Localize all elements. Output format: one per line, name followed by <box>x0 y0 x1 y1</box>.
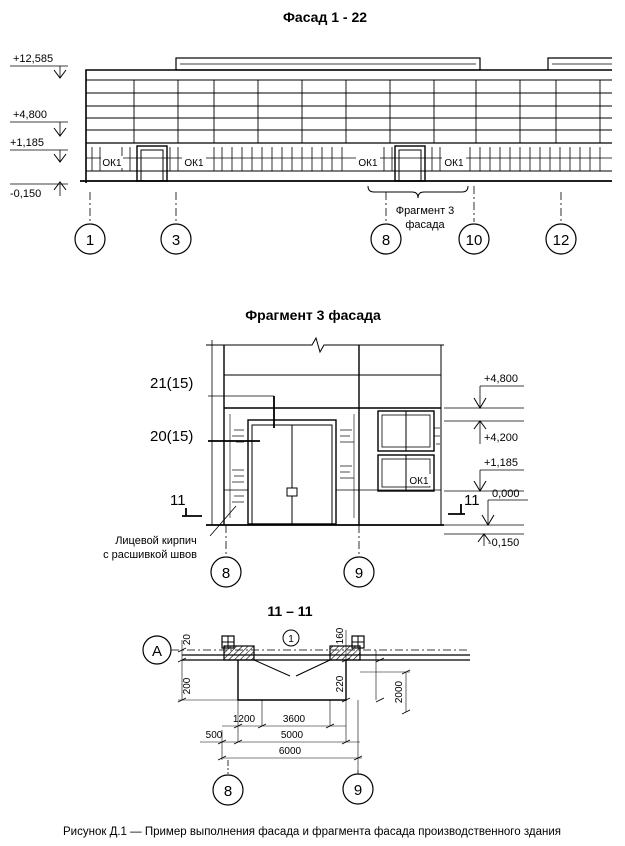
axis-label: 12 <box>553 232 570 249</box>
axis-label: А <box>152 643 162 660</box>
axis-label: 9 <box>354 782 362 799</box>
level-mark: +12,585 <box>13 53 53 65</box>
fragment-level-marks: +4,800 +4,200 +1,185 0,000 -0,150 <box>444 373 528 549</box>
facade-window-label: ОК1 <box>184 158 204 169</box>
fragment-title: Фрагмент 3 фасада <box>245 307 381 323</box>
note-text: Лицевой кирпич <box>115 535 197 547</box>
facade-window-label: ОК1 <box>102 158 122 169</box>
level-mark: +4,800 <box>13 109 47 121</box>
door-mark: 1 <box>288 634 294 645</box>
figure-caption: Рисунок Д.1 — Пример выполнения фасада и… <box>63 826 561 838</box>
roof-parapet-right <box>547 57 612 70</box>
dimension: 160 <box>335 627 346 644</box>
section-cut-mark: 11 <box>170 492 186 509</box>
level-mark: +4,200 <box>484 432 518 444</box>
axis-label: 8 <box>224 783 232 800</box>
wall-hatch <box>223 645 255 661</box>
axis-bubble <box>342 773 374 805</box>
dimension: 220 <box>335 675 346 692</box>
dimension: 200 <box>182 677 193 694</box>
facade-elevation: ОК1 ОК1 ОК1 ОК1 <box>80 57 612 183</box>
element-mark: 21(15) <box>150 375 193 392</box>
facade-axes: 1 3 8 10 12 <box>74 186 577 255</box>
axis-bubble <box>212 774 244 806</box>
level-mark: +4,800 <box>484 373 518 385</box>
element-mark: 20(15) <box>150 428 193 445</box>
vestibule-outline <box>237 660 347 701</box>
axis-label: 9 <box>355 565 363 582</box>
axis-bubble <box>160 223 192 255</box>
dimension: 1200 <box>233 714 256 725</box>
level-mark: 0,000 <box>492 488 520 500</box>
dimension: 5000 <box>281 730 304 741</box>
facade-window-label: ОК1 <box>358 158 378 169</box>
fragment-axes: 8 9 <box>210 525 375 588</box>
axis-label: 1 <box>86 232 94 249</box>
axis-label: 10 <box>466 232 483 249</box>
dimension: 500 <box>206 730 223 741</box>
dimension: 2000 <box>394 680 405 703</box>
section-plan: А 1 20 200 <box>142 627 470 770</box>
axis-bubble <box>210 556 242 588</box>
facade-title: Фасад 1 - 22 <box>283 9 367 25</box>
note-text: с расшивкой швов <box>103 549 197 561</box>
fragment-window-label: ОК1 <box>409 476 429 487</box>
axis-bubble <box>545 223 577 255</box>
axis-label: 3 <box>172 232 180 249</box>
facade-level-marks: +12,585 +4,800 +1,185 -0,150 <box>10 53 68 200</box>
dimension: 3600 <box>283 714 306 725</box>
level-mark: +1,185 <box>484 457 518 469</box>
axis-label: 8 <box>222 565 230 582</box>
fragment-callout-text: Фрагмент 3 <box>396 205 455 217</box>
axis-label: 8 <box>382 232 390 249</box>
wall-hatch <box>329 645 361 661</box>
axis-bubble <box>370 223 402 255</box>
fragment-callout: Фрагмент 3 фасада <box>367 185 469 231</box>
fragment-callout-text: фасада <box>405 219 445 231</box>
section-title: 11 – 11 <box>267 603 312 619</box>
facade-window-label: ОК1 <box>444 158 464 169</box>
dimension: 20 <box>182 634 193 646</box>
axis-bubble <box>74 223 106 255</box>
axis-bubble <box>343 556 375 588</box>
axis-bubble <box>458 223 490 255</box>
door-mark-bubble <box>282 629 300 647</box>
section-cut-mark: 11 <box>464 492 480 509</box>
dimension: 6000 <box>279 746 302 757</box>
level-mark: -0,150 <box>488 537 519 549</box>
level-mark: +1,185 <box>10 137 44 149</box>
facade-outline <box>85 69 612 183</box>
section-axes: 8 9 <box>212 760 374 806</box>
level-mark: -0,150 <box>10 188 41 200</box>
fragment-elevation: ОК1 21(15) 20(15) 11 11 Лицевой кирпич с… <box>103 336 480 561</box>
